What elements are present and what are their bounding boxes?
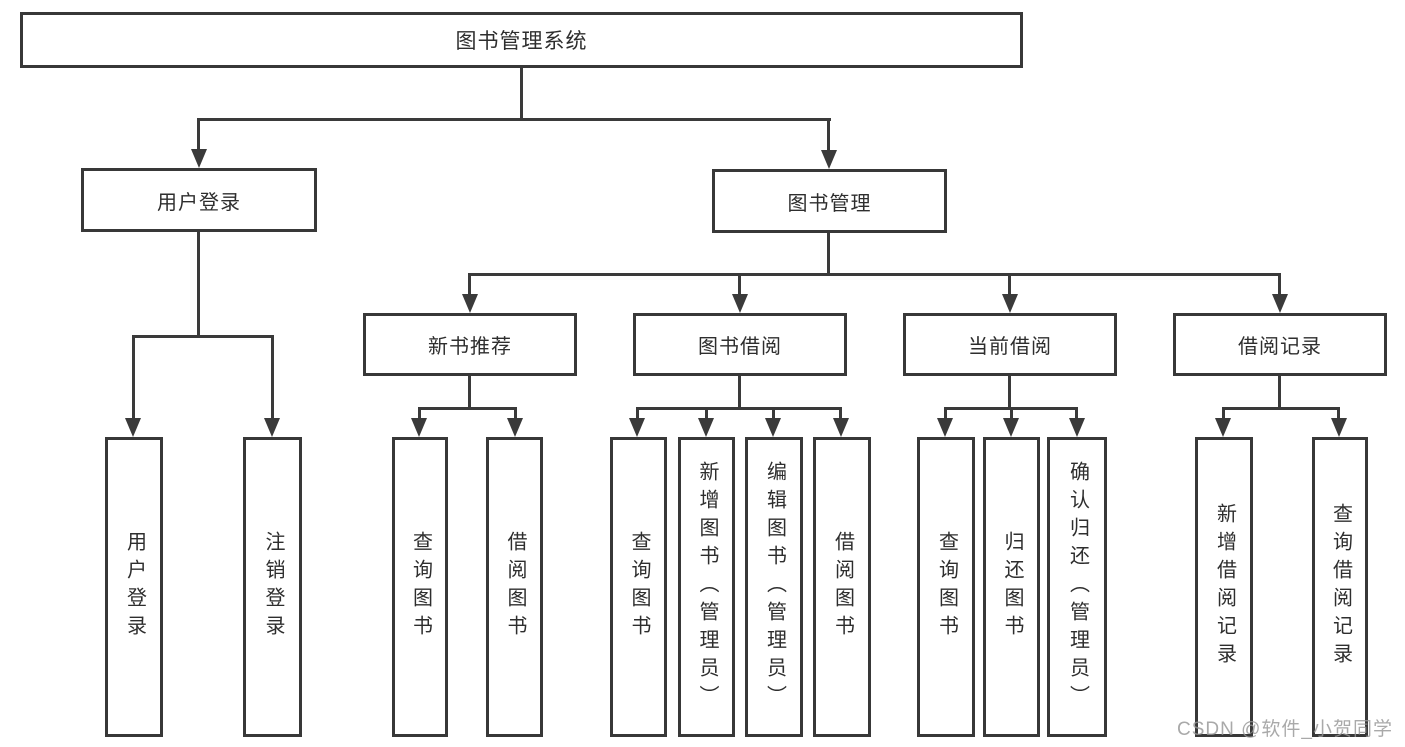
connector-line [1222, 407, 1340, 410]
arrow-down-icon [1215, 418, 1231, 437]
arrow-down-icon [1069, 418, 1085, 437]
connector-line [468, 376, 471, 407]
leaf-label: 查询图书 [409, 531, 432, 643]
node-user-login-action: 用户登录 [105, 437, 163, 737]
connector-line [271, 335, 274, 419]
connector-line [198, 118, 831, 121]
arrow-down-icon [833, 418, 849, 437]
arrow-down-icon [1002, 294, 1018, 313]
arrow-down-icon [821, 150, 837, 169]
connector-line [772, 407, 775, 419]
connector-line [520, 68, 523, 118]
connector-line [418, 407, 517, 410]
node-book-borrowing: 图书借阅 [633, 313, 847, 376]
node-query-books-recommend: 查询图书 [392, 437, 448, 737]
connector-line [1278, 273, 1281, 296]
connector-line [132, 335, 135, 419]
node-logout: 注销登录 [243, 437, 302, 737]
connector-line [1222, 407, 1225, 419]
node-query-books-current: 查询图书 [917, 437, 975, 737]
node-borrow-books-borrowing: 借阅图书 [813, 437, 871, 737]
connector-line [738, 376, 741, 407]
connector-line [827, 118, 830, 151]
node-user-login: 用户登录 [81, 168, 317, 232]
arrow-down-icon [264, 418, 280, 437]
connector-line [197, 232, 200, 335]
node-borrowing-records: 借阅记录 [1173, 313, 1387, 376]
arrow-down-icon [937, 418, 953, 437]
arrow-down-icon [125, 418, 141, 437]
connector-line [1075, 407, 1078, 419]
arrow-down-icon [698, 418, 714, 437]
connector-line [468, 273, 471, 296]
arrow-down-icon [507, 418, 523, 437]
arrow-down-icon [1272, 294, 1288, 313]
connector-line [636, 407, 639, 419]
arrow-down-icon [462, 294, 478, 313]
leaf-label: 注销登录 [262, 531, 284, 643]
arrow-down-icon [732, 294, 748, 313]
node-query-books-borrowing: 查询图书 [610, 437, 667, 737]
connector-line [705, 407, 708, 419]
connector-line [468, 273, 1281, 276]
node-new-book-recommendation: 新书推荐 [363, 313, 577, 376]
leaf-label: 借阅图书 [504, 531, 526, 643]
node-edit-book-admin: 编辑图书（管理员） [745, 437, 803, 737]
connector-line [1337, 407, 1340, 419]
connector-line [418, 407, 421, 419]
node-add-book-admin: 新增图书（管理员） [678, 437, 735, 737]
leaf-label: 归还图书 [1001, 531, 1023, 643]
watermark-text: CSDN @软件_小贺同学 [1177, 719, 1393, 740]
arrow-down-icon [1331, 418, 1347, 437]
leaf-label: 确认归还（管理员） [1066, 461, 1089, 713]
connector-line [839, 407, 842, 419]
arrow-down-icon [191, 149, 207, 168]
leaf-label: 编辑图书（管理员） [763, 461, 786, 713]
node-book-management: 图书管理 [712, 169, 947, 233]
leaf-label: 查询图书 [935, 531, 958, 643]
node-return-book: 归还图书 [983, 437, 1040, 737]
node-confirm-return-admin: 确认归还（管理员） [1047, 437, 1107, 737]
arrow-down-icon [1003, 418, 1019, 437]
connector-line [197, 118, 200, 151]
node-query-borrow-record: 查询借阅记录 [1312, 437, 1368, 737]
node-add-borrow-record: 新增借阅记录 [1195, 437, 1253, 737]
connector-line [514, 407, 517, 419]
connector-line [827, 233, 830, 273]
leaf-label: 查询图书 [628, 531, 650, 643]
connector-line [636, 407, 842, 410]
leaf-label: 用户登录 [123, 531, 146, 643]
node-borrow-books-recommend: 借阅图书 [486, 437, 543, 737]
connector-line [132, 335, 274, 338]
connector-line [1278, 376, 1281, 407]
connector-line [738, 273, 741, 296]
node-current-borrowing: 当前借阅 [903, 313, 1117, 376]
arrow-down-icon [411, 418, 427, 437]
connector-line [944, 407, 947, 419]
node-library-management-system: 图书管理系统 [20, 12, 1023, 68]
leaf-label: 借阅图书 [831, 531, 854, 643]
leaf-label: 查询借阅记录 [1329, 503, 1352, 671]
connector-line [1008, 376, 1011, 407]
leaf-label: 新增图书（管理员） [696, 461, 718, 713]
connector-line [1008, 273, 1011, 296]
arrow-down-icon [629, 418, 645, 437]
connector-line [1010, 407, 1013, 419]
arrow-down-icon [765, 418, 781, 437]
leaf-label: 新增借阅记录 [1213, 503, 1236, 671]
